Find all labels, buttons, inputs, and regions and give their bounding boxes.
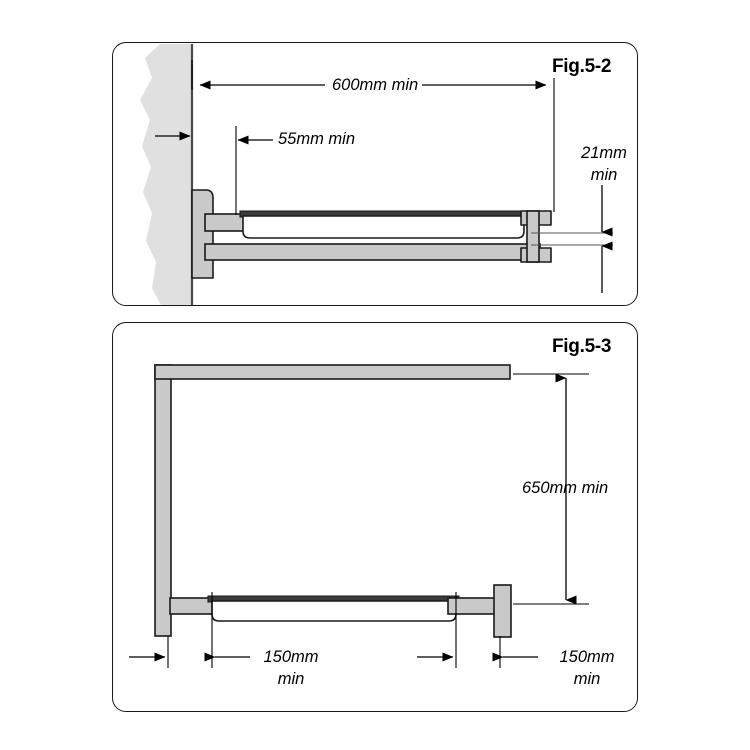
dimension-label-150mm-right-line2: min [573,670,601,688]
dimension-label-150mm-left-line2: min [277,670,305,688]
dimension-label-150mm-left-line1: 150mm [263,648,319,666]
figure-panel-fig-5-3 [112,322,638,712]
dimension-label-21mm-line2: min [590,166,618,184]
dimension-label-150mm-right-line1: 150mm [559,648,615,666]
figure-label-fig-5-3: Fig.5-3 [552,336,612,357]
dimension-label-55mm: 55mm min [278,130,356,148]
figure-label-fig-5-2: Fig.5-2 [552,56,612,77]
dimension-label-600mm: 600mm min [332,76,419,94]
dimension-label-21mm-line1: 21mm [581,144,627,162]
dimension-label-650mm: 650mm min [522,479,609,497]
